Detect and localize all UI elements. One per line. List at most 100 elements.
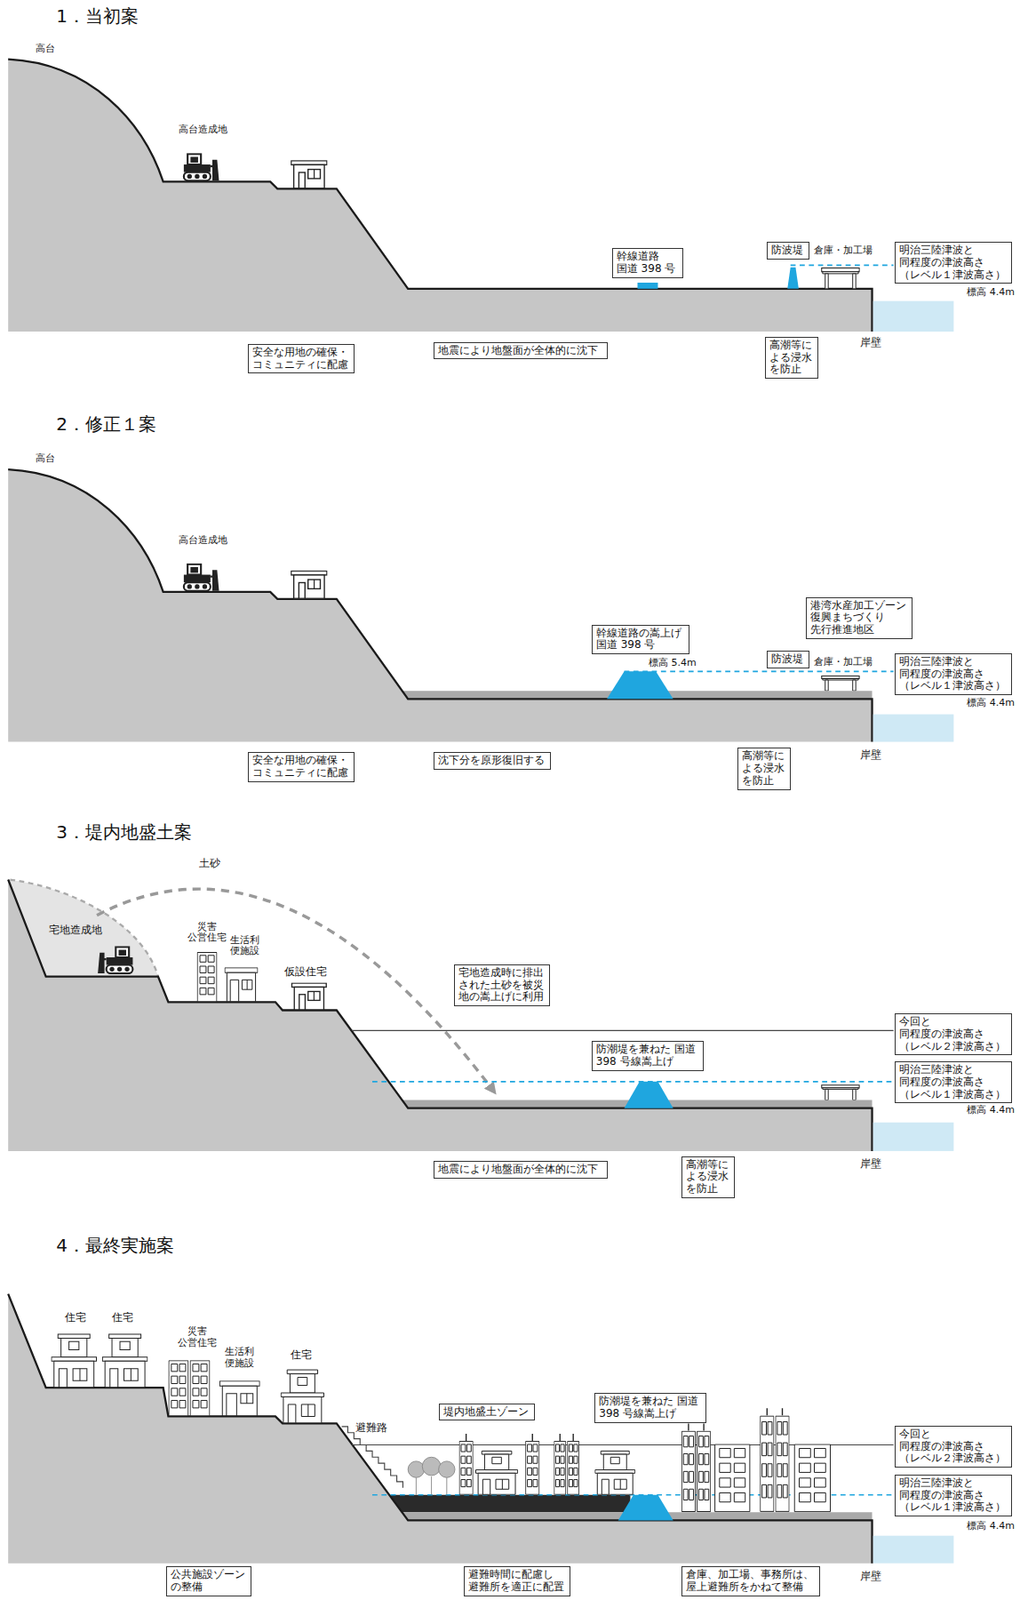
text-box: 幹線道路 国道 398 号 <box>612 247 684 279</box>
fill-zone-layer <box>390 1494 631 1513</box>
text-box: 宅地造成時に排出 された土砂を被災 地の嵩上げに利用 <box>454 964 550 1006</box>
panel-title: 4．最終実施案 <box>55 1235 175 1256</box>
shop-icon <box>219 1380 260 1416</box>
text-box: 公共施設ゾーン の整備 <box>166 1565 252 1596</box>
label: 岸壁 <box>860 336 882 350</box>
house-icon <box>291 570 327 598</box>
excavated-hill <box>7 879 159 977</box>
panel-title: 1．当初案 <box>55 6 139 27</box>
level1-line <box>790 264 894 267</box>
text-box: 今回と 同程度の津波高さ （レベル２津波高さ） <box>894 1012 1013 1055</box>
box-text: 防潮堤を兼ねた 国道 398 号線嵩上げ <box>596 1043 700 1068</box>
label: 災害 公営住宅 <box>186 921 228 944</box>
trees-part <box>407 1460 424 1477</box>
box-text: 公共施設ゾーン の整備 <box>170 1568 248 1594</box>
house-icon <box>291 982 327 1010</box>
box-text: 明治三陸津波と 同程度の津波高さ （レベル１津波高さ） <box>899 1063 1008 1100</box>
building-icon <box>794 1443 830 1512</box>
building-icon <box>715 1443 750 1512</box>
box-text: 明治三陸津波と 同程度の津波高さ （レベル１津波高さ） <box>899 655 1008 693</box>
building-icon <box>525 1440 540 1494</box>
box-text: 地震により地盤面が全体的に沈下 <box>438 344 604 358</box>
text-box: 堤内地盛土ゾーン <box>438 1402 535 1421</box>
apartment-icon <box>197 952 217 1002</box>
label: 標高 4.4m <box>966 1520 1015 1532</box>
box-text: 高潮等に よる浸水 を防止 <box>769 339 814 376</box>
building-icon <box>554 1440 566 1494</box>
label: 住宅 <box>64 1311 87 1324</box>
box-text: 安全な用地の確保・ コミュニティに配慮 <box>252 754 351 780</box>
box-text: 港湾水産加工ゾーン 復興まちづくり 先行推進地区 <box>810 599 909 637</box>
house-icon <box>51 1333 97 1387</box>
seawall-road <box>624 1081 674 1108</box>
bulldozer-icon <box>97 946 133 973</box>
house-icon <box>102 1333 148 1387</box>
label: 生活利 便施設 <box>223 1346 255 1369</box>
box-text: 地震により地盤面が全体的に沈下 <box>438 1163 604 1176</box>
trees-part <box>422 1456 441 1475</box>
box-text: 明治三陸津波と 同程度の津波高さ （レベル１津波高さ） <box>899 244 1008 281</box>
text-box: 安全な用地の確保・ コミュニティに配慮 <box>247 751 355 782</box>
box-text: 幹線道路の嵩上げ 国道 398 号 <box>596 627 686 653</box>
box-text: 防波堤 <box>771 244 805 257</box>
label: 高台 <box>35 453 56 465</box>
building-icon <box>775 1415 789 1511</box>
building-icon <box>567 1440 580 1494</box>
text-box: 地震により地盤面が全体的に沈下 <box>433 1160 608 1179</box>
building-icon <box>696 1430 710 1511</box>
sea-water <box>873 714 955 742</box>
house-icon <box>291 160 327 189</box>
text-box: 倉庫、加工場、事務所は、 屋上避難所をかねて整備 <box>681 1565 821 1596</box>
text-box: 高潮等に よる浸水 を防止 <box>737 747 791 789</box>
text-box: 港湾水産加工ゾーン 復興まちづくり 先行推進地区 <box>805 597 913 639</box>
box-text: 倉庫、加工場、事務所は、 屋上避難所をかねて整備 <box>685 1568 816 1594</box>
warehouse-icon <box>821 1084 860 1100</box>
label: 標高 4.4m <box>966 1104 1015 1116</box>
text-box: 防波堤 <box>766 650 810 669</box>
building-icon <box>681 1430 695 1511</box>
building-icon <box>459 1440 473 1494</box>
label: 仮設住宅 <box>284 965 327 979</box>
label: 避難路 <box>355 1421 388 1435</box>
text-box: 防潮堤を兼ねた 国道 398 号線嵩上げ <box>594 1392 707 1423</box>
label: 生活利 便施設 <box>228 934 261 957</box>
ground-profile <box>7 59 872 333</box>
warehouse-icon <box>821 675 860 691</box>
apartment-icon <box>168 1360 189 1416</box>
breakwater <box>787 267 799 289</box>
text-box: 幹線道路の嵩上げ 国道 398 号 <box>591 624 690 655</box>
box-text: 幹線道路 国道 398 号 <box>616 250 679 276</box>
label: 岸壁 <box>860 1157 882 1171</box>
bulldozer-icon <box>183 153 220 181</box>
panel-title: 2．修正１案 <box>55 414 157 435</box>
panel-initial-plan <box>7 59 954 333</box>
trees-part <box>438 1460 455 1477</box>
box-text: 今回と 同程度の津波高さ （レベル２津波高さ） <box>899 1427 1008 1465</box>
shop-icon <box>224 967 258 1002</box>
seawall-road <box>618 1494 674 1521</box>
level2-line <box>351 1029 894 1031</box>
box-text: 高潮等に よる浸水 を防止 <box>741 749 787 787</box>
panel-final-plan <box>7 1293 954 1563</box>
box-text: 防潮堤を兼ねた 国道 398 号線嵩上げ <box>598 1394 702 1420</box>
ground-profile <box>7 879 872 1151</box>
label: 岸壁 <box>860 1569 882 1583</box>
text-box: 沈下分を原形復旧する <box>433 751 551 770</box>
house-icon <box>280 1369 324 1423</box>
label: 災害 公営住宅 <box>176 1325 218 1348</box>
text-box: 地震により地盤面が全体的に沈下 <box>433 342 608 360</box>
label: 高台造成地 <box>178 534 228 547</box>
ground-section <box>7 879 872 1151</box>
text-box: 明治三陸津波と 同程度の津波高さ （レベル１津波高さ） <box>894 653 1013 695</box>
ground-section <box>7 469 872 742</box>
label: 倉庫・加工場 <box>813 656 873 669</box>
sea-water <box>873 301 955 332</box>
box-text: 宅地造成時に排出 された土砂を被災 地の嵩上げに利用 <box>458 966 546 1004</box>
panel-fill-plan <box>7 879 954 1151</box>
text-box: 今回と 同程度の津波高さ （レベル２津波高さ） <box>894 1425 1013 1467</box>
text-box: 避難時間に配慮し 避難所を適正に配置 <box>463 1565 571 1596</box>
box-text: 防波堤 <box>771 653 805 666</box>
text-box: 明治三陸津波と 同程度の津波高さ （レベル１津波高さ） <box>894 1060 1013 1103</box>
evacuation-stairs <box>342 1426 404 1488</box>
